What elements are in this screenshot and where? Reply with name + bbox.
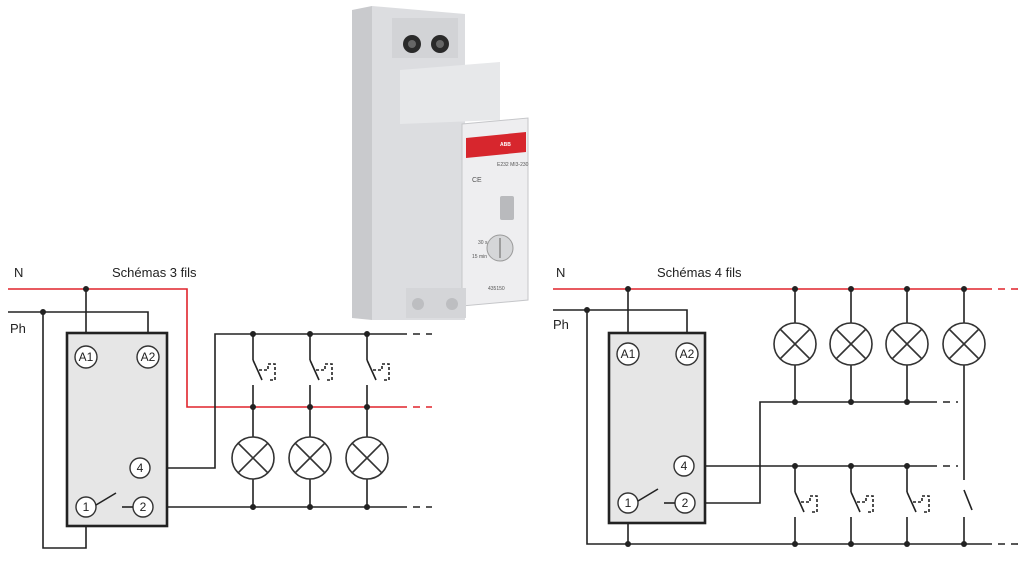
neutral-label: N: [14, 265, 23, 280]
svg-text:A2: A2: [680, 347, 695, 361]
terminal-1: 1: [617, 492, 639, 514]
svg-text:1: 1: [625, 496, 632, 510]
svg-text:2: 2: [140, 500, 147, 514]
device-serial: 435150: [488, 286, 505, 292]
svg-text:A2: A2: [141, 350, 156, 364]
terminal-a2: A2: [675, 342, 699, 366]
terminal-a2: A2: [136, 345, 160, 369]
terminal-4: 4: [129, 457, 151, 479]
time-setting-dial: [486, 234, 514, 262]
relay-contact: [95, 492, 133, 508]
svg-text:4: 4: [137, 461, 144, 475]
lamp-icon: [345, 407, 389, 507]
terminal-4: 4: [673, 455, 695, 477]
pushbutton-1: [794, 466, 818, 544]
svg-text:A1: A1: [79, 350, 94, 364]
dial-max-label: 15 min: [472, 254, 487, 260]
screw-terminal-icon: [403, 35, 449, 53]
lamp-icon: [231, 407, 275, 507]
junction-dots: [584, 286, 967, 547]
pushbutton-2: [309, 334, 333, 407]
phase-label: Ph: [553, 317, 569, 332]
diagram-3-wire: N Ph Schémas 3 fils: [8, 265, 432, 549]
terminal-2: 2: [674, 492, 696, 514]
terminal-a1: A1: [616, 342, 640, 366]
diagram-title: Schémas 4 fils: [657, 265, 742, 280]
svg-text:2: 2: [682, 496, 689, 510]
pushbutton-2: [850, 466, 874, 544]
relay-contact: [637, 488, 675, 504]
device-model: E232 MI3-230: [497, 162, 529, 168]
svg-text:4: 4: [681, 459, 688, 473]
terminal-a1: A1: [74, 345, 98, 369]
svg-text:1: 1: [83, 500, 90, 514]
terminal-1: 1: [75, 496, 97, 518]
lamp-icon: [942, 289, 986, 480]
lamp-icon: [885, 289, 929, 402]
neutral-label: N: [556, 265, 565, 280]
device-brand: ABB: [500, 142, 511, 148]
test-button: [500, 196, 514, 220]
diagram-4-wire: N Ph Schémas 4 fils: [553, 265, 1018, 547]
svg-text:A1: A1: [621, 347, 636, 361]
timer-device-illustration: ABB E232 MI3-230 CE 30 s 15 min 435150: [352, 6, 529, 320]
pushbutton-3: [366, 334, 390, 407]
lamp-icon: [773, 289, 817, 402]
direct-switch: [963, 489, 973, 544]
pushbutton-1: [252, 334, 276, 407]
dial-min-label: 30 s: [478, 240, 488, 246]
phase-label: Ph: [10, 321, 26, 336]
brand-band: [466, 132, 526, 158]
lamp-icon: [829, 289, 873, 402]
lamp-icon: [288, 407, 332, 507]
pushbutton-3: [906, 466, 930, 544]
ce-mark: CE: [472, 177, 482, 184]
terminal-2: 2: [132, 496, 154, 518]
junction-dots: [40, 286, 370, 510]
diagram-title: Schémas 3 fils: [112, 265, 197, 280]
